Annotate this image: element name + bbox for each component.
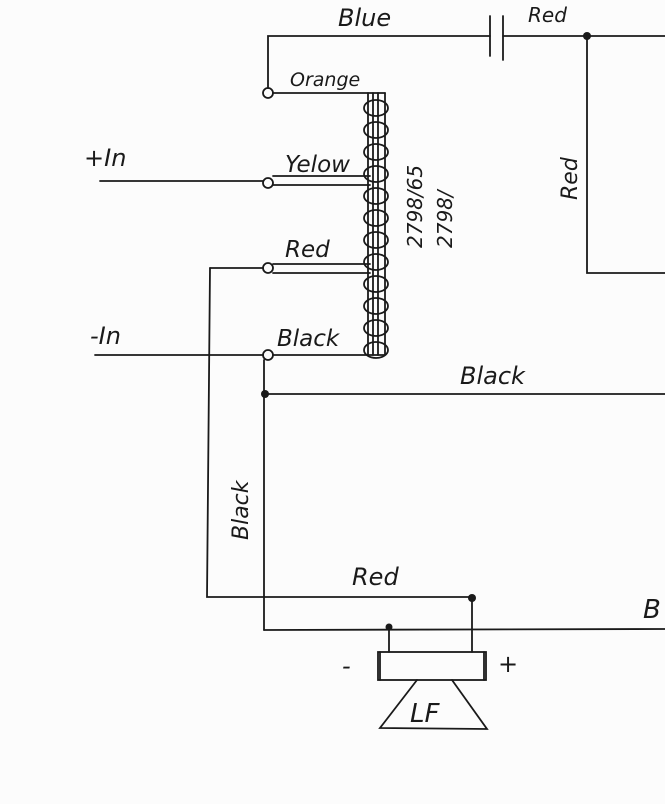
coil-winding xyxy=(363,209,389,227)
blue-wire xyxy=(267,35,491,89)
label-minus-in: -In xyxy=(90,322,121,350)
label-lf: LF xyxy=(410,699,440,729)
coil-winding xyxy=(363,165,389,183)
transformer-coil xyxy=(363,92,389,359)
label-b-cut: B xyxy=(643,595,661,625)
label-black-vertical: Black xyxy=(229,479,254,540)
terminal-black xyxy=(94,349,386,361)
coil-winding xyxy=(363,253,389,271)
label-red-vertical: Red xyxy=(558,156,583,200)
coil-winding xyxy=(363,187,389,205)
bottom-black-wire xyxy=(263,628,665,631)
label-red-top: Red xyxy=(528,3,567,27)
label-red-tap: Red xyxy=(285,237,330,263)
label-orange: Orange xyxy=(290,69,360,91)
label-red-bottom: Red xyxy=(352,563,399,591)
label-part-number-1: 2798/65 xyxy=(403,165,427,248)
terminal-red xyxy=(209,262,371,274)
terminal-yellow xyxy=(99,175,371,189)
label-yellow: Yelow xyxy=(285,152,350,178)
capacitor-symbol xyxy=(489,15,504,61)
lf-speaker xyxy=(377,597,489,730)
label-blue: Blue xyxy=(338,4,391,32)
coil-winding xyxy=(363,231,389,249)
label-black-tap: Black xyxy=(277,326,341,352)
coil-winding xyxy=(363,319,389,337)
coil-winding xyxy=(363,143,389,161)
coil-winding xyxy=(363,99,389,117)
label-part-number-2: 2798/ xyxy=(433,188,457,248)
coil-winding xyxy=(363,275,389,293)
red-lf-wire xyxy=(206,267,473,598)
red-vertical-wire xyxy=(586,35,665,274)
coil-winding xyxy=(363,121,389,139)
coil-winding xyxy=(363,341,389,359)
label-black-horizontal: Black xyxy=(460,362,526,390)
label-plus: + xyxy=(498,650,518,678)
label-plus-in: +In xyxy=(84,144,126,172)
label-minus: - xyxy=(342,652,351,680)
terminal-orange xyxy=(262,87,386,99)
coil-winding xyxy=(363,297,389,315)
